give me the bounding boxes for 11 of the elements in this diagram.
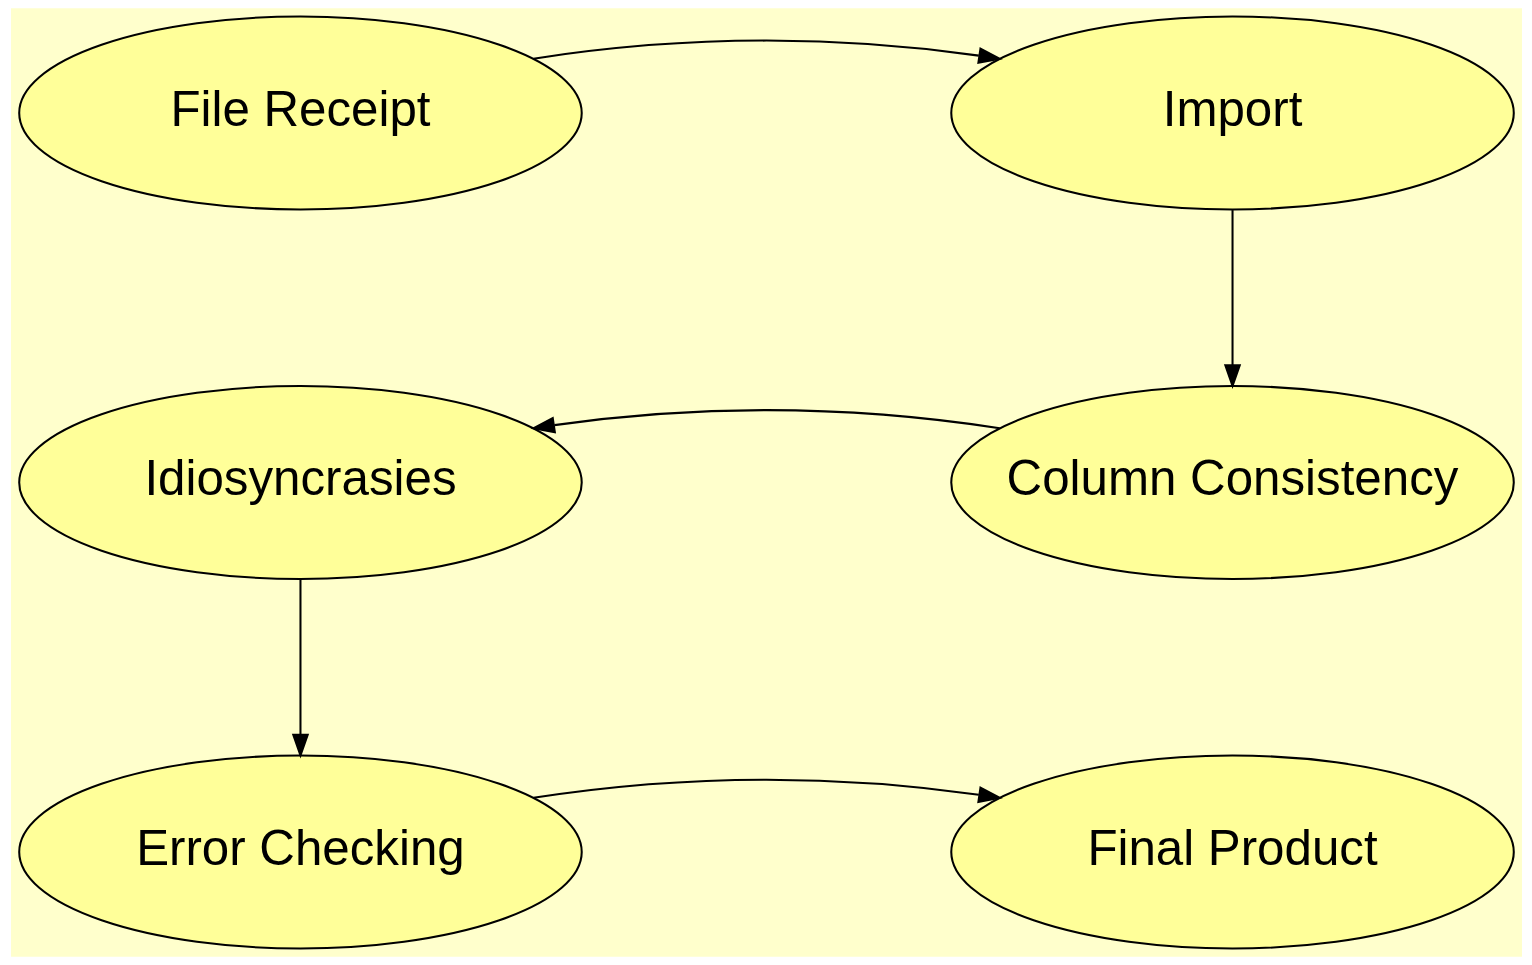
arrow bbox=[529, 409, 1000, 434]
arrow bbox=[532, 39, 1003, 65]
arrow bbox=[1223, 210, 1241, 389]
node-ellipse: Final Product bbox=[949, 754, 1515, 950]
node-ellipse: Import bbox=[949, 15, 1515, 211]
node-ellipse: File Receipt bbox=[17, 15, 583, 211]
node-ellipse: Idiosyncrasies bbox=[17, 385, 583, 580]
arrow bbox=[532, 778, 1003, 804]
node-ellipse: Error Checking bbox=[17, 754, 583, 950]
node-ellipse: Column Consistency bbox=[949, 385, 1515, 580]
arrow bbox=[291, 579, 309, 759]
